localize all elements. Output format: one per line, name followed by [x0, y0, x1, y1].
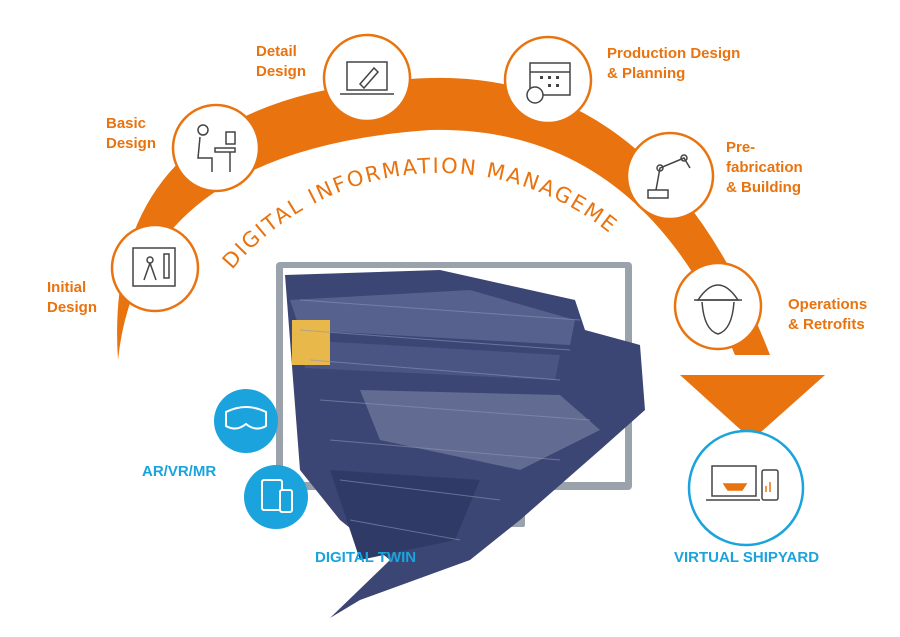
stage-label-detail-design: Detail Design [256, 43, 307, 80]
stage-basic-design [171, 103, 261, 193]
stage-operations [673, 261, 763, 351]
virtual-shipyard-circle [687, 429, 805, 547]
robot-arm-icon [647, 154, 691, 199]
ship-model-monitor-icon [285, 270, 645, 618]
stage-prefabrication [625, 131, 715, 221]
arc-arrowhead [680, 375, 825, 440]
ar-vr-mr-label: AR/VR/MR [142, 463, 217, 480]
stage-production-design [503, 35, 593, 125]
calendar-clock-icon [526, 62, 571, 104]
tablet-phone-circle [244, 465, 308, 529]
process-arc [117, 77, 770, 360]
stage-detail-design [322, 33, 412, 123]
hard-hat-worker-icon [694, 284, 742, 335]
stage-initial-design [110, 223, 200, 313]
laptop-ship-phone-icon [706, 465, 779, 501]
stage-label-prefabrication: Pre- fabrication & Building [726, 139, 803, 196]
laptop-pencil-icon [340, 61, 394, 95]
blueprint-compass-icon [132, 247, 176, 287]
stage-label-operations: Operations & Retrofits [788, 296, 868, 333]
stage-label-production-design: Production Design & Planning [607, 45, 741, 82]
stage-label-basic-design: Basic Design [106, 115, 157, 152]
designer-at-desk-icon [197, 124, 236, 172]
tablet-phone-icon [261, 479, 293, 513]
vr-headset-circle [214, 389, 278, 453]
digital-twin-label: DIGITAL TWIN [315, 549, 417, 566]
virtual-shipyard-label: VIRTUAL SHIPYARD [674, 549, 820, 566]
vr-headset-icon [225, 406, 267, 430]
stage-label-initial-design: Initial Design [47, 279, 98, 316]
